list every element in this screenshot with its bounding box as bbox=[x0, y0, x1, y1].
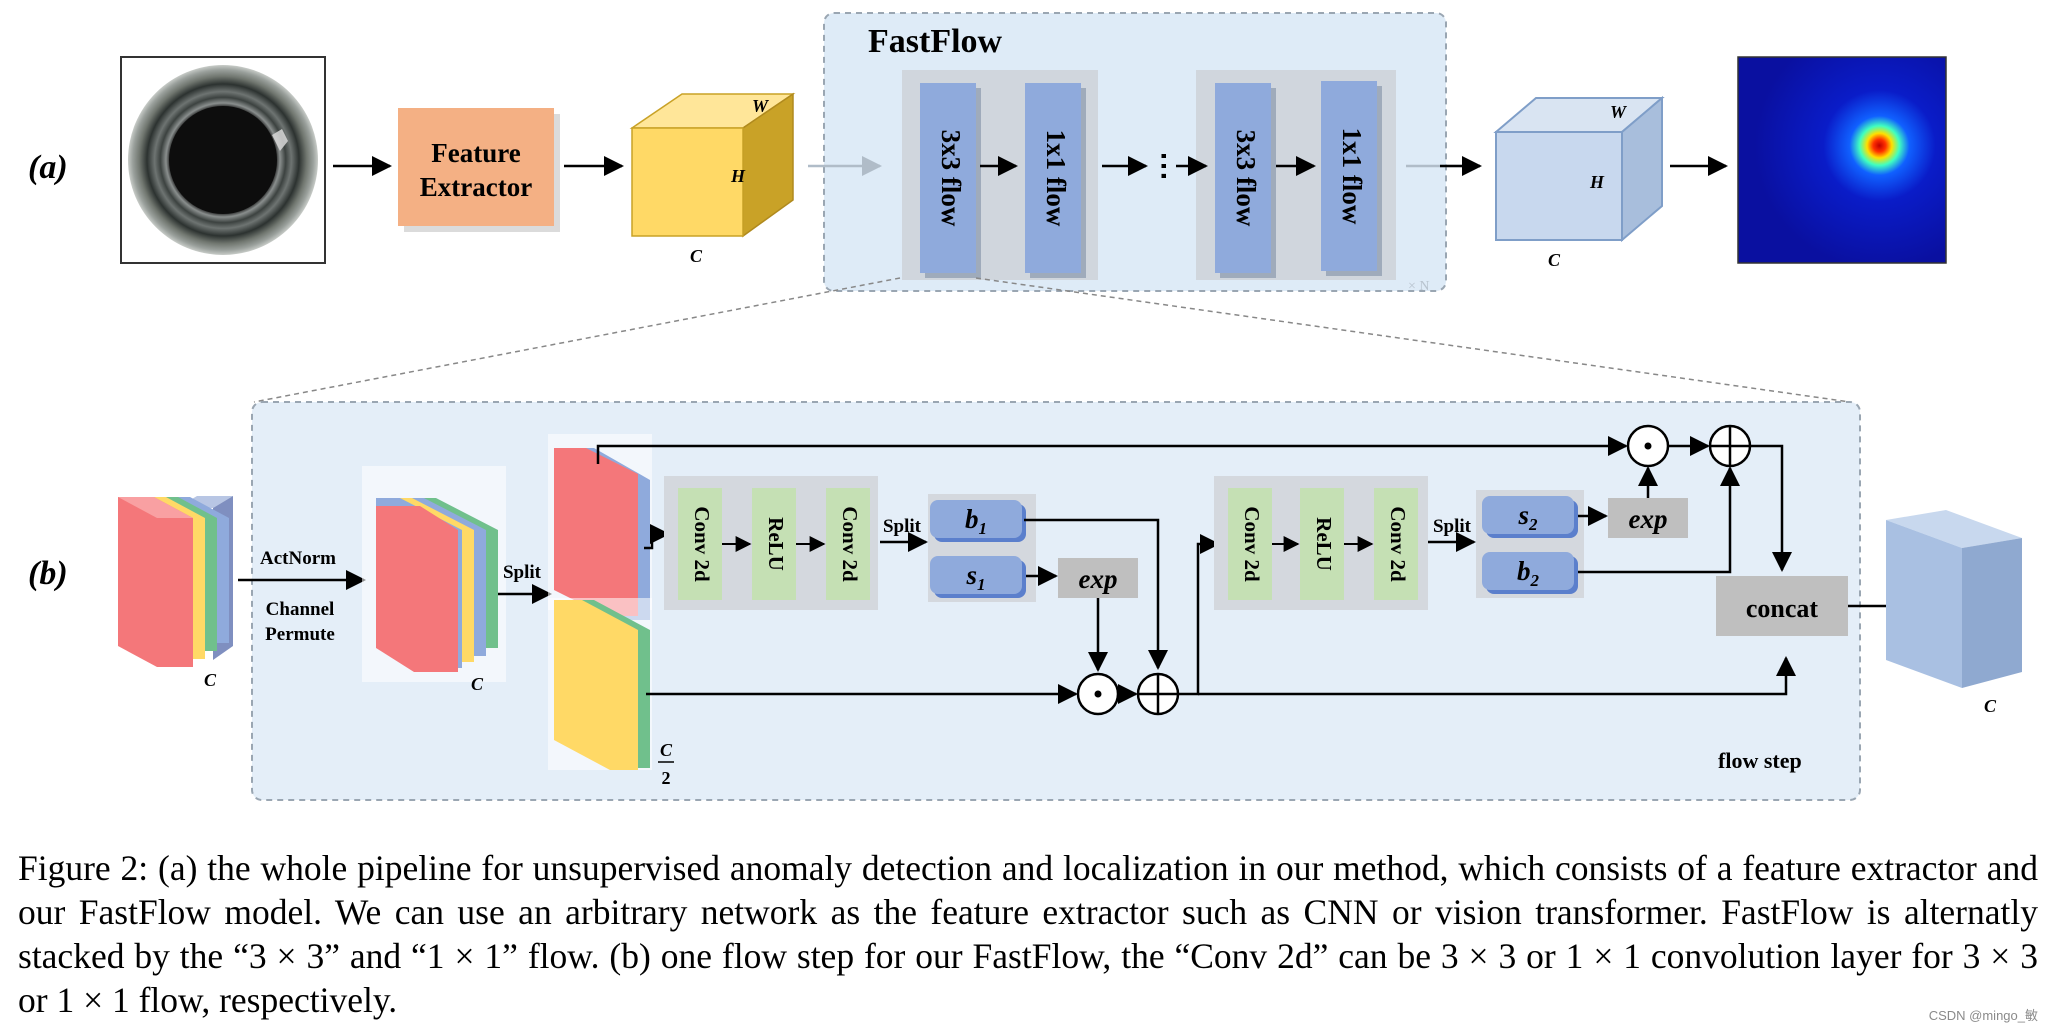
svg-text:s1: s1 bbox=[965, 560, 985, 594]
line-b1-to-oplus1 bbox=[1024, 518, 1168, 670]
half-stack-top bbox=[548, 434, 652, 620]
half-stack-bottom: C 2 bbox=[548, 598, 674, 788]
svg-text:ReLU: ReLU bbox=[764, 517, 788, 571]
output-cube-w: W bbox=[1610, 102, 1628, 122]
fastflow-title: FastFlow bbox=[868, 23, 1003, 60]
concat-box: concat bbox=[1716, 576, 1848, 636]
panel-b-label: (b) bbox=[28, 555, 68, 592]
half-c-numerator: C bbox=[660, 740, 673, 760]
svg-text:Conv 2d: Conv 2d bbox=[690, 506, 714, 582]
arrow-oplus1-to-conv2 bbox=[1178, 534, 1220, 696]
flow-block-1x1-second: 1x1 flow bbox=[1321, 81, 1382, 276]
permuted-channel-stack: C bbox=[362, 466, 506, 694]
output-cube: W H C bbox=[1493, 95, 1665, 270]
ellipsis: ⋯ bbox=[1147, 151, 1180, 181]
feature-extractor-line2: Extractor bbox=[420, 172, 532, 202]
half-c-denominator: 2 bbox=[662, 768, 671, 788]
permute-label: Permute bbox=[265, 624, 335, 645]
channel-label: Channel bbox=[266, 599, 335, 620]
svg-text:b1: b1 bbox=[965, 504, 987, 538]
panel-a-label: (a) bbox=[28, 149, 68, 186]
output-block-c: C bbox=[1984, 696, 1997, 716]
split-label-2: Split bbox=[883, 516, 922, 537]
actnorm-label: ActNorm bbox=[260, 548, 336, 569]
svg-text:Conv 2d: Conv 2d bbox=[1240, 506, 1264, 582]
conv2d-2b: Conv 2d bbox=[1374, 488, 1418, 600]
fastflow-module: FastFlow × N 3x3 flow 1x1 flow ⋯ 3x3 flo… bbox=[808, 12, 1447, 294]
split-label-1: Split bbox=[503, 562, 542, 583]
faint-mark: × N bbox=[1408, 279, 1430, 294]
svg-text:3x3 flow: 3x3 flow bbox=[1231, 130, 1261, 227]
svg-text:exp: exp bbox=[1629, 504, 1668, 534]
permuted-stack-c: C bbox=[471, 674, 484, 694]
odot-1 bbox=[1076, 672, 1120, 716]
flow-block-1x1: 1x1 flow bbox=[1025, 83, 1086, 278]
figure-caption: Figure 2: (a) the whole pipeline for uns… bbox=[18, 848, 2038, 1020]
exp-box-1: exp bbox=[1058, 558, 1138, 598]
svg-text:3x3 flow: 3x3 flow bbox=[936, 130, 966, 227]
s2-box: s2 bbox=[1482, 496, 1578, 538]
b1-box: b1 bbox=[930, 500, 1026, 542]
svg-text:b2: b2 bbox=[1517, 556, 1540, 590]
s1-box: s1 bbox=[930, 556, 1026, 598]
arrow-oplus2-to-concat bbox=[1750, 444, 1792, 572]
b2-box: b2 bbox=[1482, 552, 1578, 594]
svg-text:exp: exp bbox=[1079, 564, 1118, 594]
input-stack-c: C bbox=[204, 670, 217, 690]
feature-extractor-box: Feature Extractor bbox=[398, 108, 560, 232]
feature-extractor-line1: Feature bbox=[431, 138, 520, 168]
svg-text:Conv 2d: Conv 2d bbox=[1386, 506, 1410, 582]
oplus-2 bbox=[1708, 424, 1752, 468]
fastflow-diagram: (a) Feature Extractor W H C FastFlow × N bbox=[28, 12, 2022, 801]
svg-text:s2: s2 bbox=[1517, 500, 1538, 534]
arrow-b2-to-oplus2 bbox=[1578, 466, 1740, 574]
input-image bbox=[120, 56, 326, 264]
flow-block-3x3: 3x3 flow bbox=[920, 83, 981, 278]
feature-cube: W H C bbox=[629, 92, 796, 266]
exp-box-2: exp bbox=[1608, 498, 1688, 538]
svg-text:ReLU: ReLU bbox=[1312, 517, 1336, 571]
conv2d-1b: Conv 2d bbox=[826, 488, 870, 600]
flow-block-3x3-second: 3x3 flow bbox=[1215, 83, 1276, 278]
cube-c-label: C bbox=[690, 246, 703, 266]
flow-step-panel bbox=[251, 401, 1861, 801]
arrow-oplus1-to-concat bbox=[1198, 656, 1796, 696]
output-cube-c: C bbox=[1548, 250, 1561, 270]
cube-w-label: W bbox=[752, 96, 770, 116]
relu-1: ReLU bbox=[752, 488, 796, 600]
flow-step-label: flow step bbox=[1718, 748, 1802, 773]
zoom-line-right bbox=[975, 277, 1851, 403]
svg-text:concat: concat bbox=[1746, 594, 1819, 623]
relu-2: ReLU bbox=[1300, 488, 1344, 600]
line-top-skip bbox=[596, 436, 1628, 464]
oplus-1 bbox=[1136, 672, 1180, 716]
input-channel-stack: C bbox=[118, 496, 233, 690]
watermark: CSDN @mingo_敏 bbox=[1928, 1008, 2038, 1023]
conv2d-1a: Conv 2d bbox=[678, 488, 722, 600]
svg-text:Conv 2d: Conv 2d bbox=[838, 506, 862, 582]
arrow-to-conv1 bbox=[644, 524, 670, 550]
odot-2 bbox=[1626, 424, 1670, 468]
split-label-3: Split bbox=[1433, 516, 1472, 537]
svg-text:1x1 flow: 1x1 flow bbox=[1337, 128, 1367, 225]
svg-text:1x1 flow: 1x1 flow bbox=[1041, 130, 1071, 227]
anomaly-heatmap bbox=[1737, 56, 1947, 264]
output-cube-h: H bbox=[1589, 172, 1605, 192]
cube-h-label: H bbox=[730, 166, 746, 186]
output-block-b: C bbox=[1886, 510, 2022, 716]
conv2d-2a: Conv 2d bbox=[1228, 488, 1272, 600]
zoom-line-left bbox=[253, 277, 901, 403]
